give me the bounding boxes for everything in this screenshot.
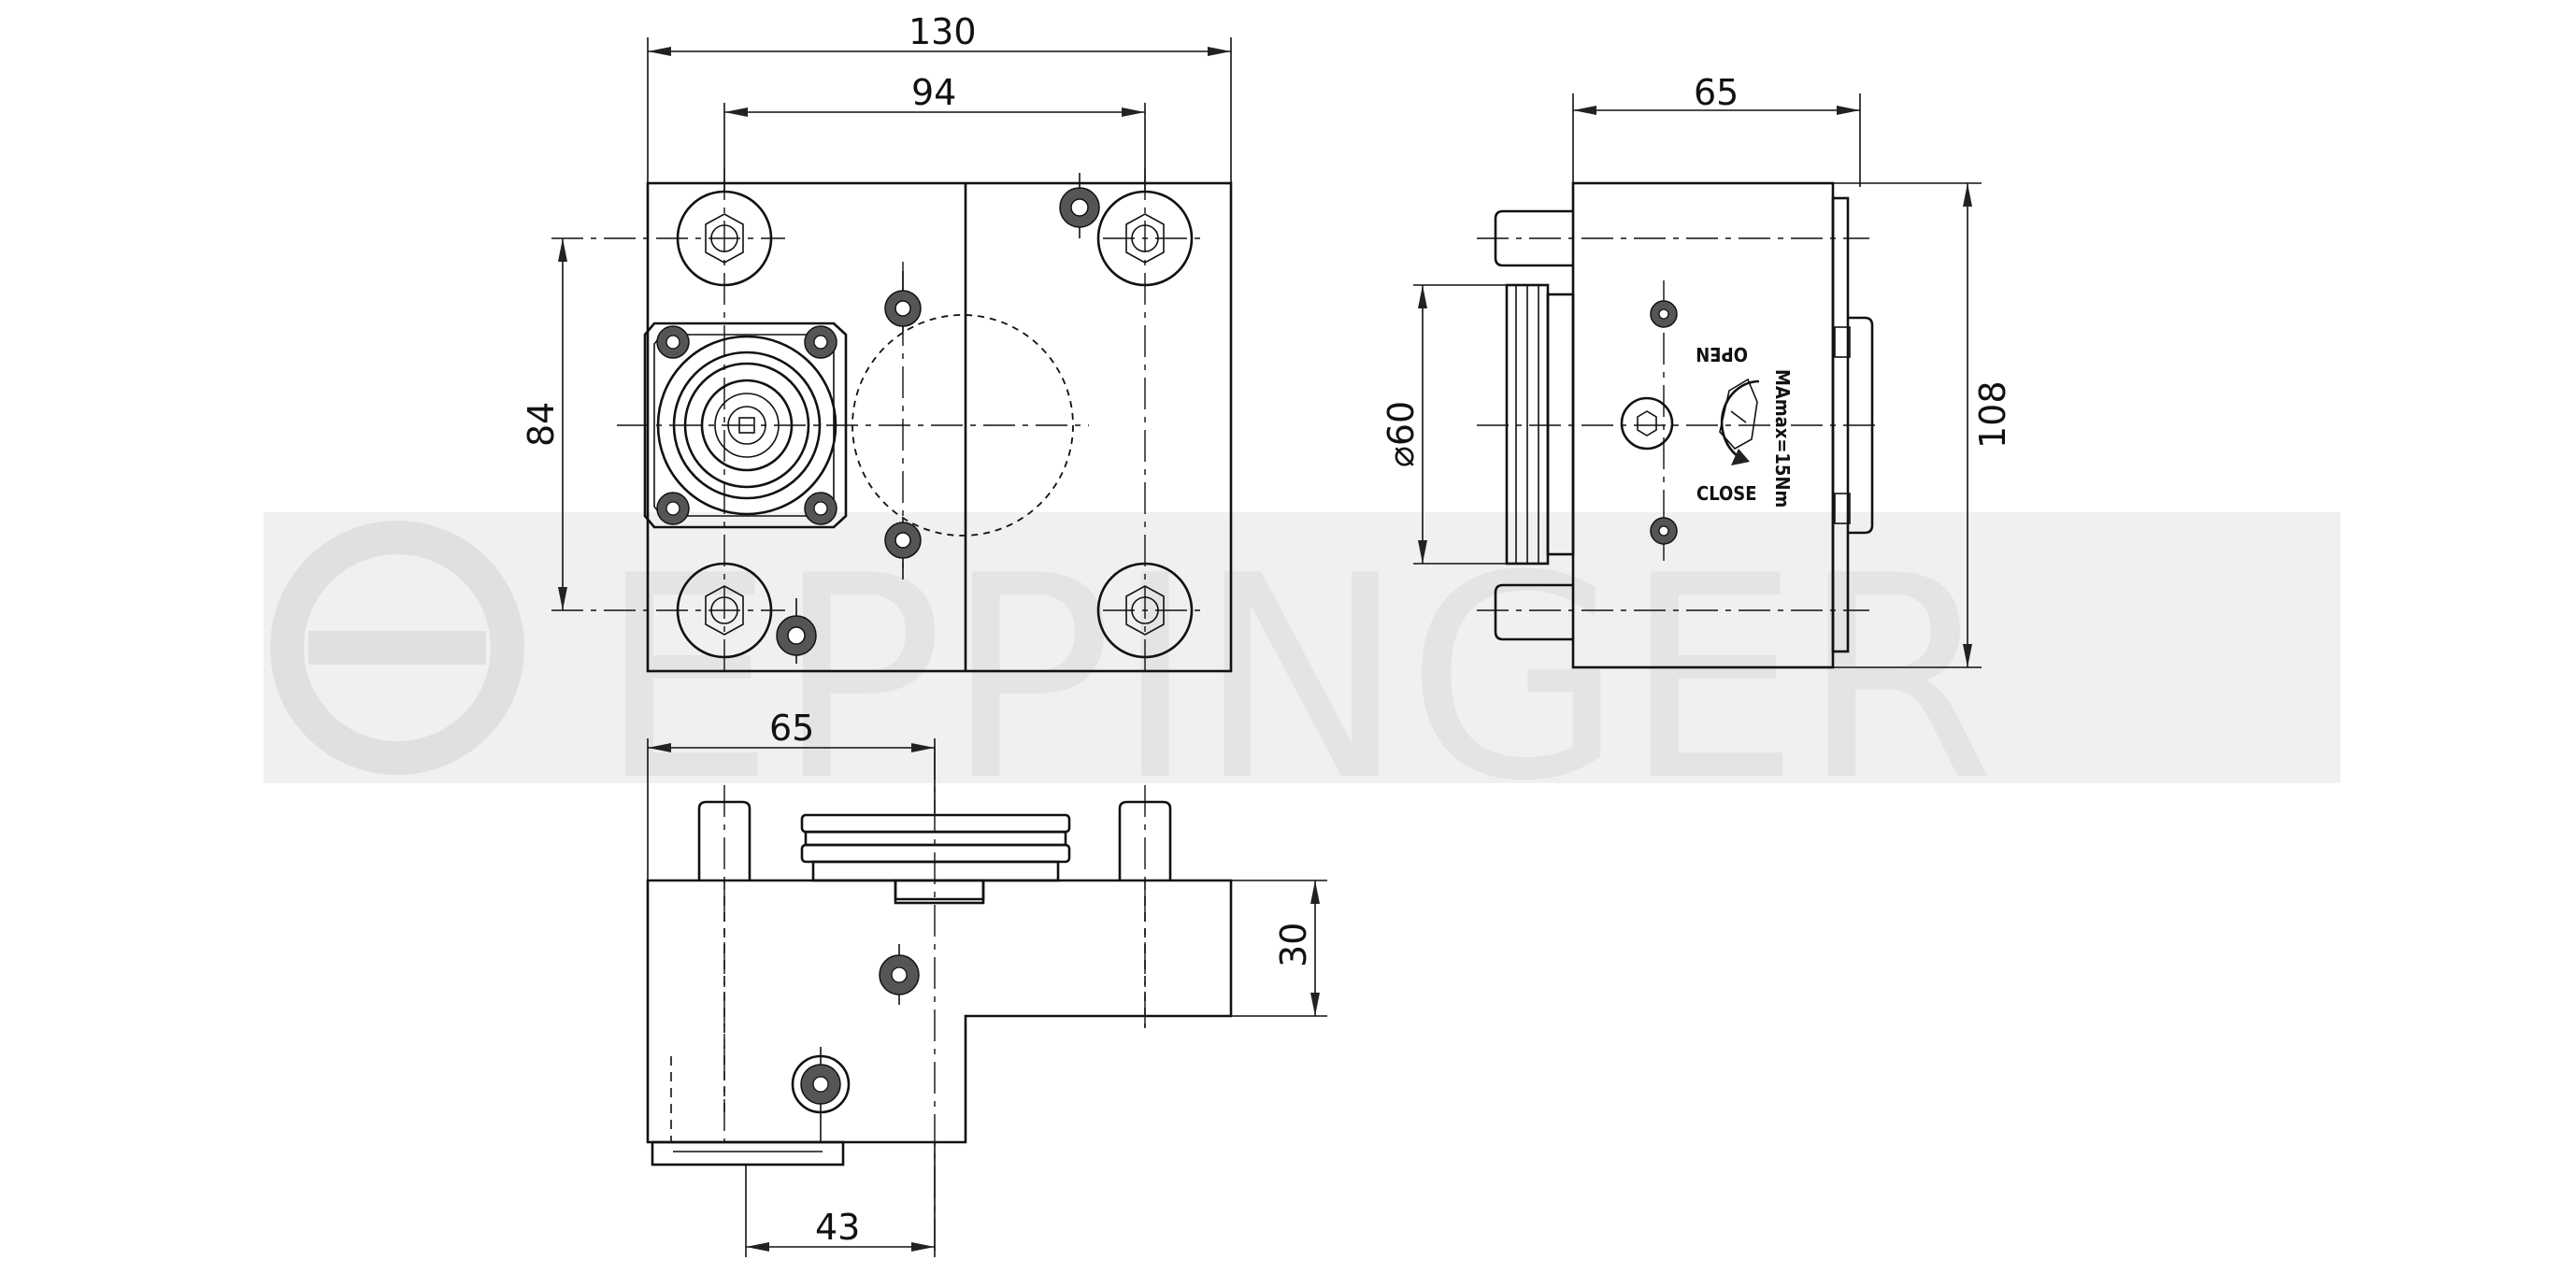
dimension-bottom-65 [647,738,936,880]
dimension-43 [745,1142,936,1257]
watermark-text: EPPINGER [598,516,1996,842]
dimension-94-label: 94 [911,72,956,113]
dimension-30 [1231,880,1327,1017]
bottom-flange-base [811,860,1060,882]
front-view: 130 94 84 [521,11,1233,673]
label-close: CLOSE [1696,482,1757,505]
dimension-108-label: 108 [1972,380,2013,449]
watermark-band [264,512,2340,783]
watermark: EPPINGER [264,512,2340,842]
dimension-bottom-65-label: 65 [769,708,814,749]
dimension-diameter-60-label: ⌀60 [1381,401,1422,467]
side-hex-socket-icon [1620,396,1674,451]
dimension-43-label: 43 [815,1207,860,1248]
watermark-logo-icon [270,521,524,775]
bottom-body-outline [646,879,1233,1144]
set-screw-upper-center-icon [884,271,922,332]
swing-circle-hidden [852,314,1074,537]
dimension-108 [1833,182,1982,668]
dimension-side-65-label: 65 [1694,72,1739,113]
bottom-view: 65 30 43 [646,708,1327,1257]
bottom-screw-upper-icon [879,944,920,1005]
label-open: OPEN [1696,343,1748,365]
side-view: OPEN CLOSE MAmax=15Nm 65 ⌀60 [1381,72,2013,669]
dimension-84 [558,238,567,610]
dimension-130 [647,37,1232,183]
set-screw-top-right-icon [1059,173,1100,238]
side-flange-inner [1546,293,1575,556]
bolt-hole-bottom-left-icon [676,562,773,659]
side-pin-bottom [1494,583,1573,641]
clamping-flange-icon [643,322,848,529]
dimension-94 [723,103,1146,192]
side-screw-top-icon [1650,300,1678,328]
bottom-screw-lower-icon [791,1047,851,1142]
bottom-clamp [651,1140,845,1166]
set-screw-bottom-icon [776,598,817,664]
side-back-detail-1 [1834,326,1851,358]
bottom-flange-ring-2 [800,843,1071,864]
label-torque: MAmax=15Nm [1771,369,1794,508]
bolt-hole-bottom-right-icon [1096,562,1194,659]
dimension-side-65 [1572,93,1861,187]
rotate-direction-icon [1719,378,1760,465]
dimension-84-label: 84 [521,402,562,447]
front-body-outline [646,181,1233,673]
side-screw-bottom-icon [1650,517,1678,545]
dimension-diameter-60 [1413,284,1507,565]
side-back-detail-2 [1834,493,1851,524]
dimension-130-label: 130 [909,11,977,52]
dimension-30-label: 30 [1273,923,1314,967]
set-screw-lower-center-icon [884,519,922,580]
